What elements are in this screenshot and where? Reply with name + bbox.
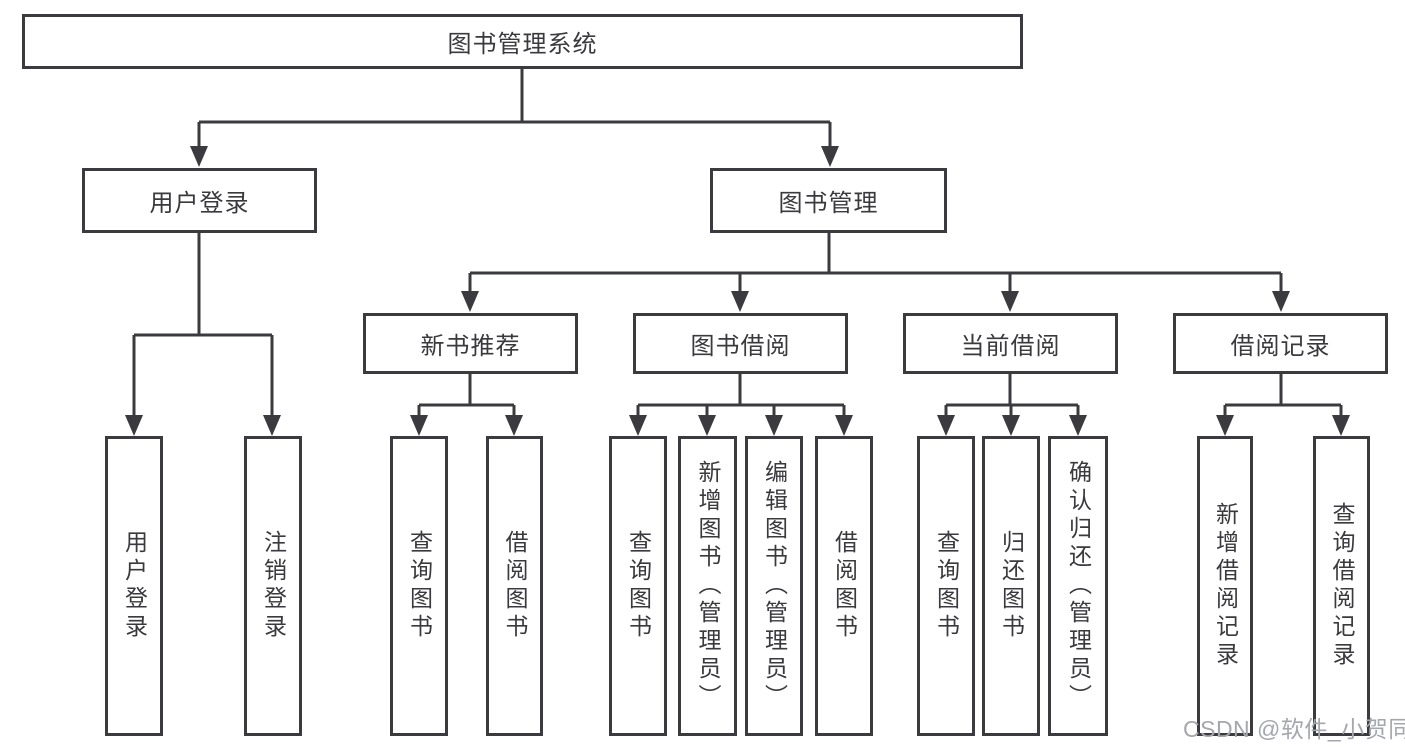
leaf-br-add-record: 新增借阅记录 [1197, 436, 1253, 736]
node-book-management: 图书管理 [710, 168, 947, 233]
leaf-bb-query-books: 查询图书 [609, 436, 667, 736]
leaf-cb-query-books: 查询图书 [917, 436, 975, 736]
csdn-watermark: CSDN @软件_小贺同学 [1183, 716, 1405, 742]
leaf-bb-borrow-books: 借阅图书 [815, 436, 873, 736]
leaf-nb-query-books: 查询图书 [390, 436, 448, 736]
leaf-logout: 注销登录 [244, 436, 302, 736]
node-root-library-system: 图书管理系统 [22, 14, 1023, 69]
node-new-book-recommend: 新书推荐 [363, 313, 578, 374]
node-current-borrowing: 当前借阅 [903, 313, 1118, 374]
node-user-login: 用户登录 [82, 168, 317, 233]
leaf-cb-confirm-return-admin: 确认归还（管理员） [1048, 436, 1108, 736]
leaf-cb-return-books: 归还图书 [982, 436, 1040, 736]
connector-stroke-paths [132, 69, 1343, 417]
node-borrowing-records: 借阅记录 [1173, 313, 1388, 374]
leaf-bb-add-books-admin: 新增图书（管理员） [678, 436, 737, 736]
connector-arrowheads [125, 146, 1350, 436]
leaf-br-query-record: 查询借阅记录 [1313, 436, 1370, 736]
leaf-bb-edit-books-admin: 编辑图书（管理员） [745, 436, 803, 736]
leaf-user-login: 用户登录 [105, 436, 163, 736]
node-book-borrowing: 图书借阅 [633, 313, 848, 374]
leaf-nb-borrow-books: 借阅图书 [486, 436, 543, 736]
